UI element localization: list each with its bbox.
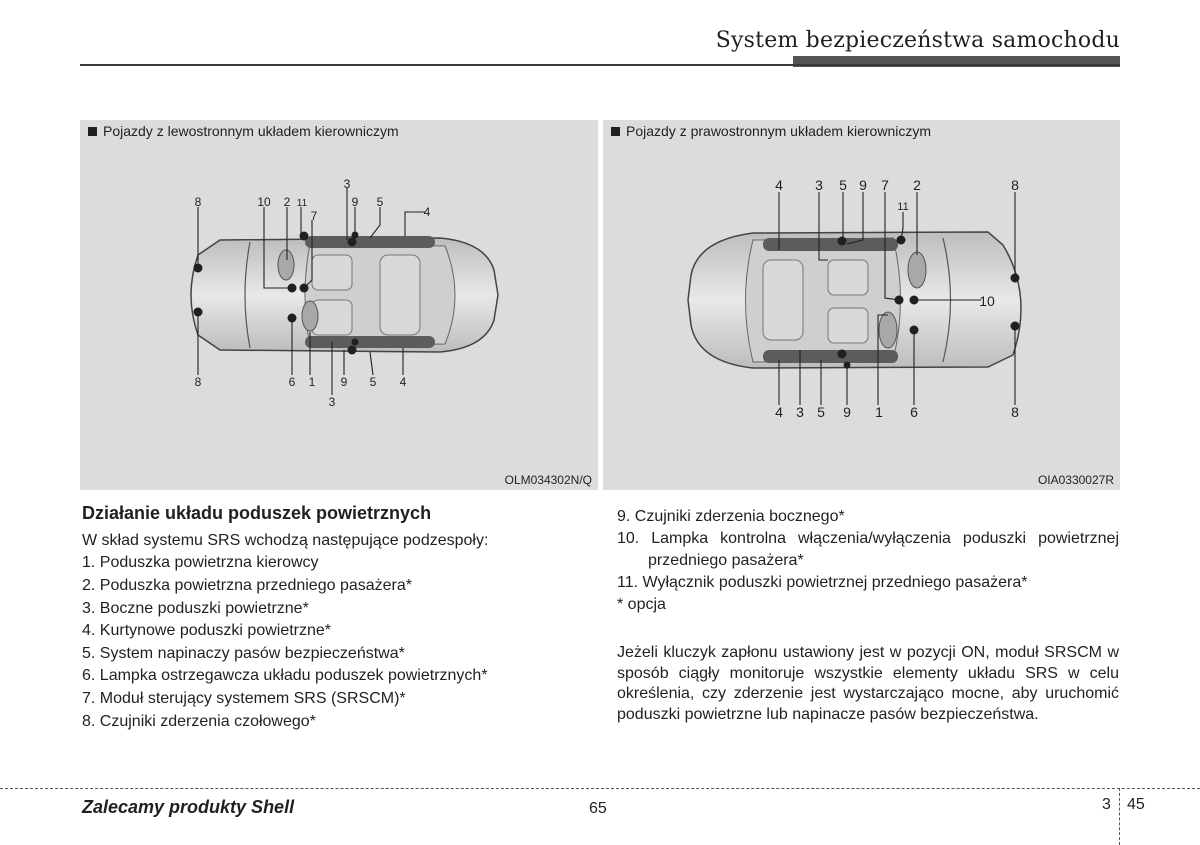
description-paragraph: Jeżeli kluczyk zapłonu ustawiony jest w …: [617, 644, 1119, 723]
list-item: 9. Czujniki zderzenia bocznego*: [617, 508, 845, 525]
label-3: 3: [796, 404, 804, 420]
car-diagram-rhd: 4 3 5 9 7 2 8 11 10 4 3 5 9 1 6 8: [687, 177, 1022, 420]
section-title: System bezpieczeństwa samochodu: [715, 28, 1120, 53]
curtain-airbag-bottom: [305, 336, 435, 348]
label-5: 5: [839, 177, 847, 193]
list-item: 3. Boczne poduszki powietrzne*: [82, 599, 309, 617]
list-item: 4. Kurtynowe poduszki powietrzne*: [82, 622, 332, 640]
label-3: 3: [344, 177, 351, 191]
figure-lhd-code: OLM034302N/Q: [504, 473, 592, 487]
label-4: 4: [775, 404, 783, 420]
figure-rhd-caption: Pojazdy z prawostronnym układem kierowni…: [611, 123, 931, 139]
label-3: 3: [815, 177, 823, 193]
car-diagram-lhd: 8 10 2 11 7 3 9 5 4 8 6 1 9 5 4 3: [190, 177, 499, 409]
header-rule: [80, 64, 1120, 66]
label-5: 5: [817, 404, 825, 420]
footer-divider: [1119, 788, 1120, 845]
label-9: 9: [859, 177, 867, 193]
section-heading: Działanie układu poduszek powietrznych: [82, 503, 432, 523]
label-11: 11: [897, 201, 908, 213]
header-bar: [793, 56, 1120, 67]
chapter-page-number: 45: [1127, 796, 1145, 813]
curtain-airbag-top: [305, 236, 435, 248]
list-item: 6. Lampka ostrzegawcza układu poduszek p…: [82, 667, 488, 685]
curtain-airbag-top: [763, 238, 898, 251]
label-1: 1: [309, 375, 316, 389]
label-8: 8: [1011, 177, 1019, 193]
label-3: 3: [329, 395, 336, 409]
list-item: 10. Lampka kontrolna włączenia/wyłączeni…: [617, 530, 1119, 569]
text-column-right: 9. Czujniki zderzenia bocznego* 10. Lamp…: [617, 506, 1119, 725]
list-item: 5. System napinaczy pasów bezpieczeństwa…: [82, 644, 405, 662]
footer-brand: Zalecamy produkty Shell: [82, 797, 295, 817]
label-10: 10: [257, 195, 271, 209]
label-2: 2: [284, 195, 291, 209]
list-item: 1. Poduszka powietrzna kierowcy: [82, 554, 319, 572]
label-6: 6: [910, 404, 918, 420]
label-1: 1: [875, 404, 883, 420]
label-7: 7: [311, 209, 318, 223]
curtain-airbag-bottom: [763, 350, 898, 363]
chapter-number: 3: [1102, 796, 1111, 813]
label-2: 2: [913, 177, 921, 193]
figure-rhd-code: OIA0330027R: [1037, 473, 1114, 487]
figure-lhd: Pojazdy z lewostronnym układem kierownic…: [80, 120, 598, 490]
page-number: 65: [589, 800, 607, 817]
list-item: 11. Wyłącznik poduszki powietrznej przed…: [617, 574, 1028, 591]
label-4: 4: [424, 205, 431, 219]
figure-rhd: Pojazdy z prawostronnym układem kierowni…: [603, 120, 1120, 490]
list-item: 7. Moduł sterujący systemem SRS (SRSCM)*: [82, 689, 406, 707]
label-5: 5: [370, 375, 377, 389]
sensor-dots: [193, 231, 359, 355]
components-list-continued: 9. Czujniki zderzenia bocznego* 10. Lamp…: [617, 506, 1119, 594]
label-6: 6: [289, 375, 296, 389]
text-column-left: Działanie układu poduszek powietrznych W…: [82, 503, 582, 733]
intro-text: W skład systemu SRS wchodzą następujące …: [82, 532, 489, 549]
label-5: 5: [377, 195, 384, 209]
footer-rule: [0, 788, 1200, 789]
label-9: 9: [843, 404, 851, 420]
label-8: 8: [195, 375, 202, 389]
label-8: 8: [195, 195, 202, 209]
label-4: 4: [400, 375, 407, 389]
figure-lhd-caption: Pojazdy z lewostronnym układem kierownic…: [88, 123, 399, 139]
list-item: 2. Poduszka powietrzna przedniego pasaże…: [82, 577, 412, 594]
components-list: 1. Poduszka powietrzna kierowcy 2. Podus…: [82, 552, 582, 733]
label-9: 9: [352, 195, 359, 209]
list-item: 8. Czujniki zderzenia czołowego*: [82, 712, 316, 730]
optional-note: * opcja: [617, 596, 666, 613]
label-7: 7: [881, 177, 889, 193]
label-10: 10: [979, 293, 995, 309]
label-8: 8: [1011, 404, 1019, 420]
label-11: 11: [297, 198, 308, 209]
label-4: 4: [775, 177, 783, 193]
label-9: 9: [341, 375, 348, 389]
